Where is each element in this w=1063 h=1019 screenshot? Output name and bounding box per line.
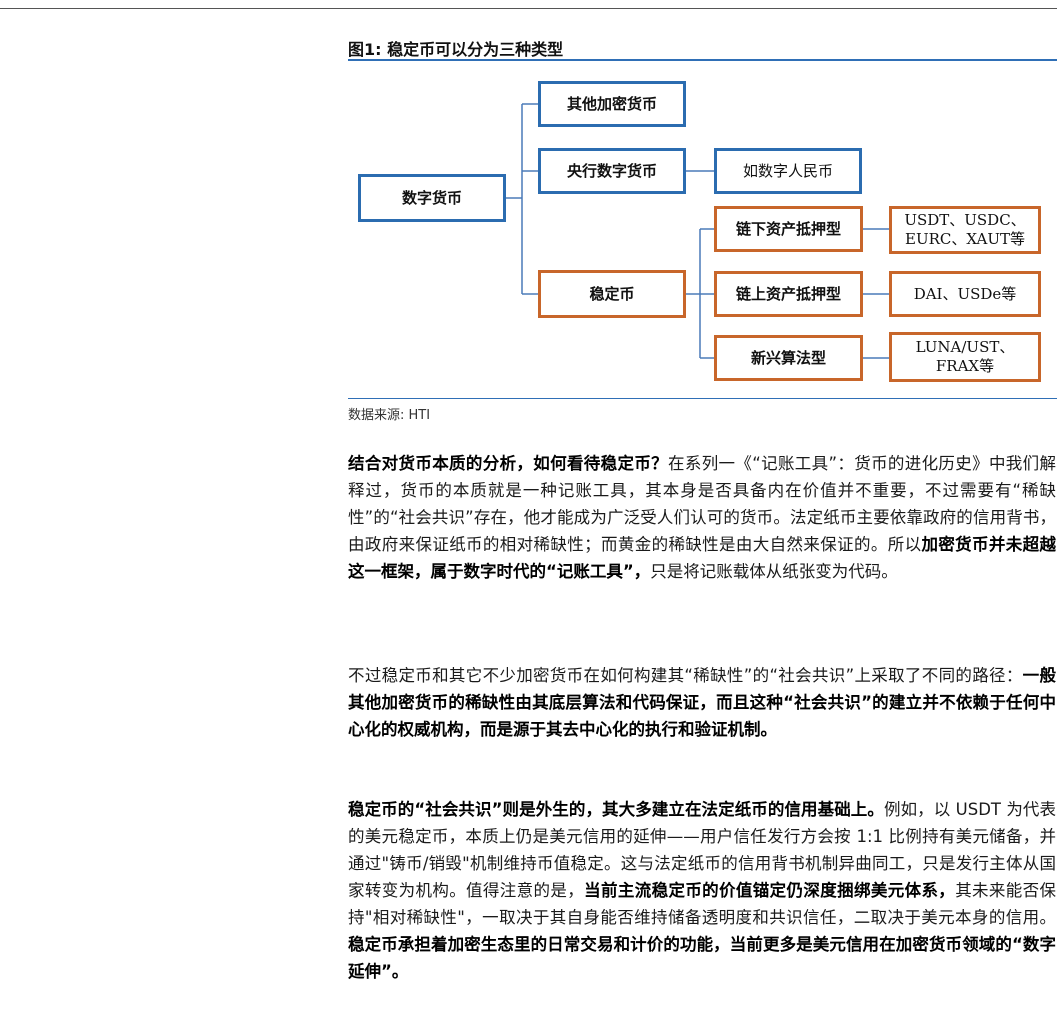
figure-source: 数据来源: HTI xyxy=(348,408,431,423)
paragraph-1-seg-1: 结合对货币本质的分析，如何看待稳定币？ xyxy=(348,454,669,473)
node-algorithmic: 新兴算法型 xyxy=(714,335,863,381)
paragraph-1: 结合对货币本质的分析，如何看待稳定币？在系列一《“记账工具”：货币的进化历史》中… xyxy=(348,450,1056,585)
node-other-crypto: 其他加密货币 xyxy=(538,81,686,127)
node-cbdc-example: 如数字人民币 xyxy=(714,148,862,194)
stablecoin-classification-diagram: 数字货币 其他加密货币 央行数字货币 如数字人民币 稳定币 链下资产抵押型 链上… xyxy=(348,64,1057,384)
node-cbdc: 央行数字货币 xyxy=(538,148,686,194)
figure-bottom-rule xyxy=(348,398,1057,399)
paragraph-3: 稳定币的“社会共识”则是外生的，其大多建立在法定纸币的信用基础上。例如，以 US… xyxy=(348,796,1056,985)
node-algorithmic-examples: LUNA/UST、FRAX等 xyxy=(889,332,1041,382)
figure-title-rule xyxy=(348,59,1057,61)
paragraph-3-seg-4: 其未来能否保持"相对稀缺性"，一取决于其自身能否维持储备透明度和共识信任，二取决… xyxy=(348,881,1057,927)
node-offchain-collateral: 链下资产抵押型 xyxy=(714,206,863,252)
paragraph-3-seg-1: 稳定币的“社会共识”则是外生的，其大多建立在法定纸币的信用基础上。 xyxy=(348,800,884,819)
figure-title: 图1: 稳定币可以分为三种类型 xyxy=(348,40,564,59)
paragraph-3-seg-5: 稳定币承担着加密生态里的日常交易和计价的功能，当前更多是美元信用在加密货币领域的… xyxy=(348,935,1056,981)
node-onchain-examples: DAI、USDe等 xyxy=(889,271,1041,317)
paragraph-3-seg-2: 例如，以 USDT 为代表的美元稳定币，本质上仍是美元信用的延伸——用户信任发行… xyxy=(348,800,1056,900)
paragraph-1-seg-4: 只是将记账载体从纸张变为代码。 xyxy=(650,562,898,581)
paragraph-1-seg-3: 加密货币并未超越这一框架，属于数字时代的“记账工具”， xyxy=(348,535,1057,581)
paragraph-3-seg-3: 当前主流稳定币的价值锚定仍深度捆绑美元体系， xyxy=(584,881,956,900)
node-onchain-collateral: 链上资产抵押型 xyxy=(714,271,863,317)
paragraph-2-seg-1: 不过稳定币和其它不少加密货币在如何构建其“稀缺性”的“社会共识”上采取了不同的路… xyxy=(348,666,1023,685)
top-rule xyxy=(0,8,1057,9)
paragraph-1-seg-2: 在系列一《“记账工具”：货币的进化历史》中我们解释过，货币的本质就是一种记账工具… xyxy=(348,454,1056,554)
paragraph-2-seg-2: 一般其他加密货币的稀缺性由其底层算法和代码保证，而且这种“社会共识”的建立并不依… xyxy=(348,666,1056,739)
node-stablecoin: 稳定币 xyxy=(538,270,686,318)
diagram-connectors xyxy=(506,103,889,359)
node-offchain-examples: USDT、USDC、EURC、XAUT等 xyxy=(889,206,1041,254)
node-digital-currency: 数字货币 xyxy=(358,174,506,222)
paragraph-2: 不过稳定币和其它不少加密货币在如何构建其“稀缺性”的“社会共识”上采取了不同的路… xyxy=(348,662,1056,743)
